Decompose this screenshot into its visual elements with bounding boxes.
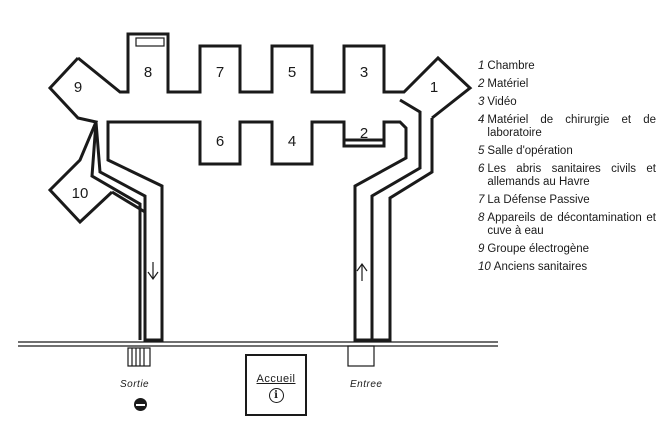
- room-number-6: 6: [216, 133, 224, 150]
- left-corridor-outer: [90, 121, 142, 340]
- room-8-tank: [135, 37, 165, 47]
- reception-label: Accueil: [256, 373, 296, 385]
- reception-box: Accueil i: [245, 354, 307, 416]
- entry-label: Entree: [350, 379, 383, 390]
- exit-label: Sortie: [120, 379, 150, 390]
- right-corridor-outer: [372, 118, 434, 342]
- room-number-3: 3: [360, 64, 368, 81]
- room-number-2: 2: [360, 125, 368, 142]
- exit-arrow-icon: [147, 262, 159, 281]
- room-number-1: 1: [430, 79, 438, 96]
- room-9-wall: [47, 56, 114, 225]
- room-number-5: 5: [288, 64, 296, 81]
- info-icon: i: [268, 388, 284, 403]
- no-entry-icon: [134, 398, 147, 411]
- entry-step: [347, 345, 375, 367]
- room-number-8: 8: [144, 64, 152, 81]
- room-number-10: 10: [72, 185, 89, 202]
- room-2-wall: [342, 122, 384, 142]
- corridor-top-wall: [77, 32, 473, 120]
- entry-arrow-icon: [356, 262, 368, 281]
- exit-stairs: [127, 347, 151, 367]
- corridor-inner-wall: [94, 98, 422, 342]
- room-number-7: 7: [216, 64, 224, 81]
- room-number-9: 9: [74, 79, 82, 96]
- room-number-4: 4: [288, 133, 296, 150]
